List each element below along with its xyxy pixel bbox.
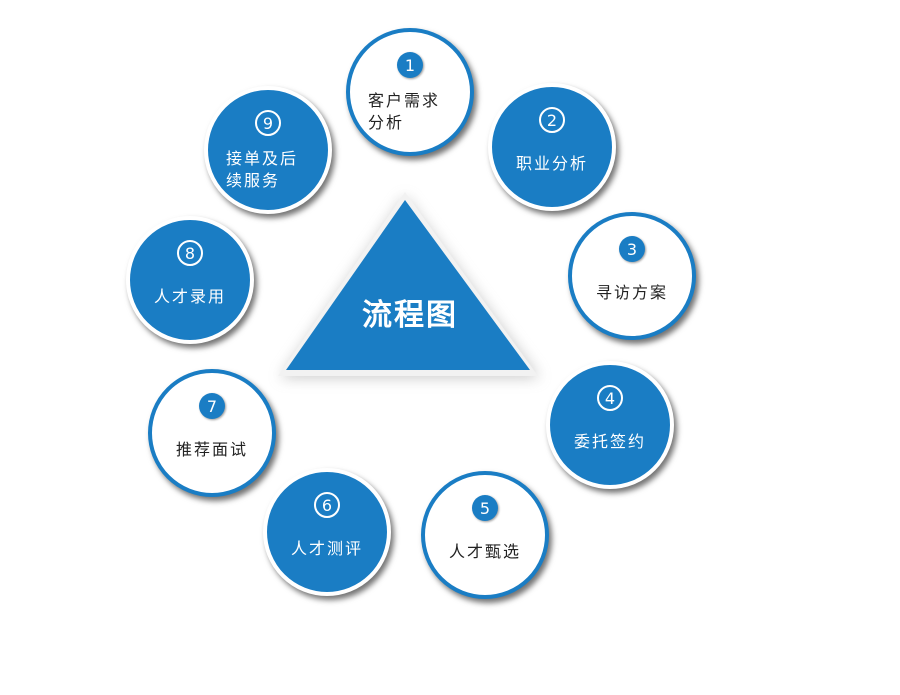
- step-number-badge: 3: [619, 236, 645, 262]
- step-number-badge: 8: [177, 240, 203, 266]
- step-number-badge: 7: [199, 393, 225, 419]
- step-number-badge: 9: [255, 110, 281, 136]
- step-label: 寻访方案: [595, 283, 668, 302]
- step-2: 2 职业分析: [488, 83, 616, 211]
- step-label: 推荐面试: [175, 440, 248, 459]
- step-6: 6 人才测评: [263, 468, 391, 596]
- step-label: 人才测评: [290, 539, 363, 558]
- step-5: 5 人才甄选: [421, 471, 549, 599]
- step-label: 客户需求分析: [368, 91, 441, 132]
- step-7: 7 推荐面试: [148, 369, 276, 497]
- step-label: 职业分析: [515, 154, 588, 173]
- step-1: 1 客户需求分析: [346, 28, 474, 156]
- step-9: 9 接单及后续服务: [204, 86, 332, 214]
- step-label: 人才甄选: [448, 542, 521, 561]
- step-number-badge: 6: [314, 492, 340, 518]
- step-4: 4 委托签约: [546, 361, 674, 489]
- step-3: 3 寻访方案: [568, 212, 696, 340]
- step-label: 人才录用: [153, 287, 226, 306]
- step-8: 8 人才录用: [126, 216, 254, 344]
- step-number-badge: 4: [597, 385, 623, 411]
- step-number-badge: 2: [539, 107, 565, 133]
- step-label: 委托签约: [573, 432, 646, 451]
- step-number-badge: 1: [397, 52, 423, 78]
- step-number-badge: 5: [472, 495, 498, 521]
- step-label: 接单及后续服务: [226, 149, 299, 190]
- diagram-title: 流程图: [362, 298, 458, 333]
